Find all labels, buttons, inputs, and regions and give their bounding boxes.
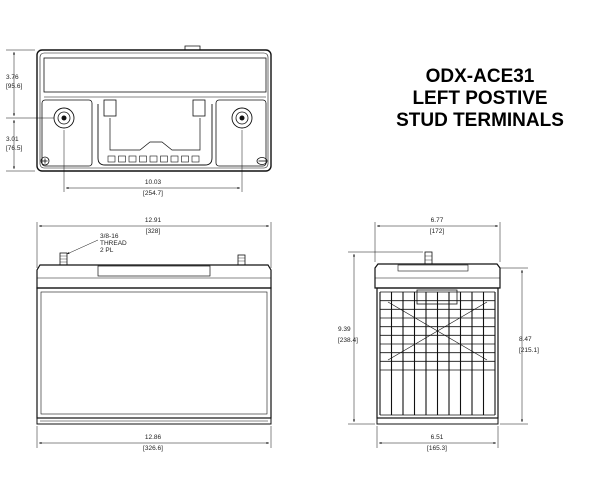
dim-bottom-width-mm: [165.3] <box>427 445 447 452</box>
end-view-lid <box>374 263 501 289</box>
positive-mark-icon <box>40 156 50 166</box>
terminal-position-title: LEFT POSTIVE <box>412 88 548 109</box>
dim-height-upper-in: 3.76 <box>6 74 19 81</box>
dim-top-length-in: 12.91 <box>145 217 162 224</box>
end-view: 6.77 [172] 9.39 [238.4] 8.47 [215.1] 6.5… <box>338 217 539 452</box>
terminal-type-title: STUD TERMINALS <box>396 110 564 131</box>
dim-height-lower-in: 3.01 <box>6 136 19 143</box>
handle-outline <box>97 104 213 166</box>
dim-terminal-spacing-mm: [254.7] <box>143 190 163 197</box>
dim-height-lower-mm: [76.5] <box>6 145 22 152</box>
dim-case-height-mm: [215.1] <box>519 347 539 354</box>
dim-height-upper-mm: [95.6] <box>6 83 22 90</box>
top-view-vent-strip <box>43 57 267 93</box>
dim-case-height-in: 8.47 <box>519 336 532 343</box>
side-view-case <box>36 287 272 419</box>
end-stud-icon <box>424 251 433 265</box>
thread-note-type: THREAD <box>100 240 127 247</box>
dim-terminal-spacing-in: 10.03 <box>145 179 162 186</box>
thread-note-size: 3/8-16 <box>100 233 119 240</box>
side-view: 12.91 [328] 3/8-16 THREAD 2 PL 12.86 [32… <box>36 217 272 452</box>
right-terminal-icon <box>231 107 253 129</box>
dim-top-width-in: 6.77 <box>431 217 444 224</box>
dim-top-width-mm: [172] <box>430 228 445 235</box>
top-view: 3.76 [95.6] 3.01 [76.5] 10.03 [254.7] <box>6 45 272 197</box>
dim-bottom-length-in: 12.86 <box>145 434 162 441</box>
dim-total-height-mm: [238.4] <box>338 337 358 344</box>
top-view-case-outline <box>36 49 272 172</box>
thread-note-qty: 2 PL <box>100 247 114 254</box>
dim-total-height-in: 9.39 <box>338 326 351 333</box>
dim-top-length-mm: [328] <box>146 228 161 235</box>
side-view-lid <box>36 264 272 289</box>
negative-mark-icon <box>256 157 268 165</box>
right-stud-icon <box>237 254 246 266</box>
end-view-rib-grid <box>379 291 496 416</box>
dim-bottom-width-in: 6.51 <box>431 434 444 441</box>
model-title: ODX-ACE31 <box>425 66 535 87</box>
dim-bottom-length-mm: [326.6] <box>143 445 163 452</box>
